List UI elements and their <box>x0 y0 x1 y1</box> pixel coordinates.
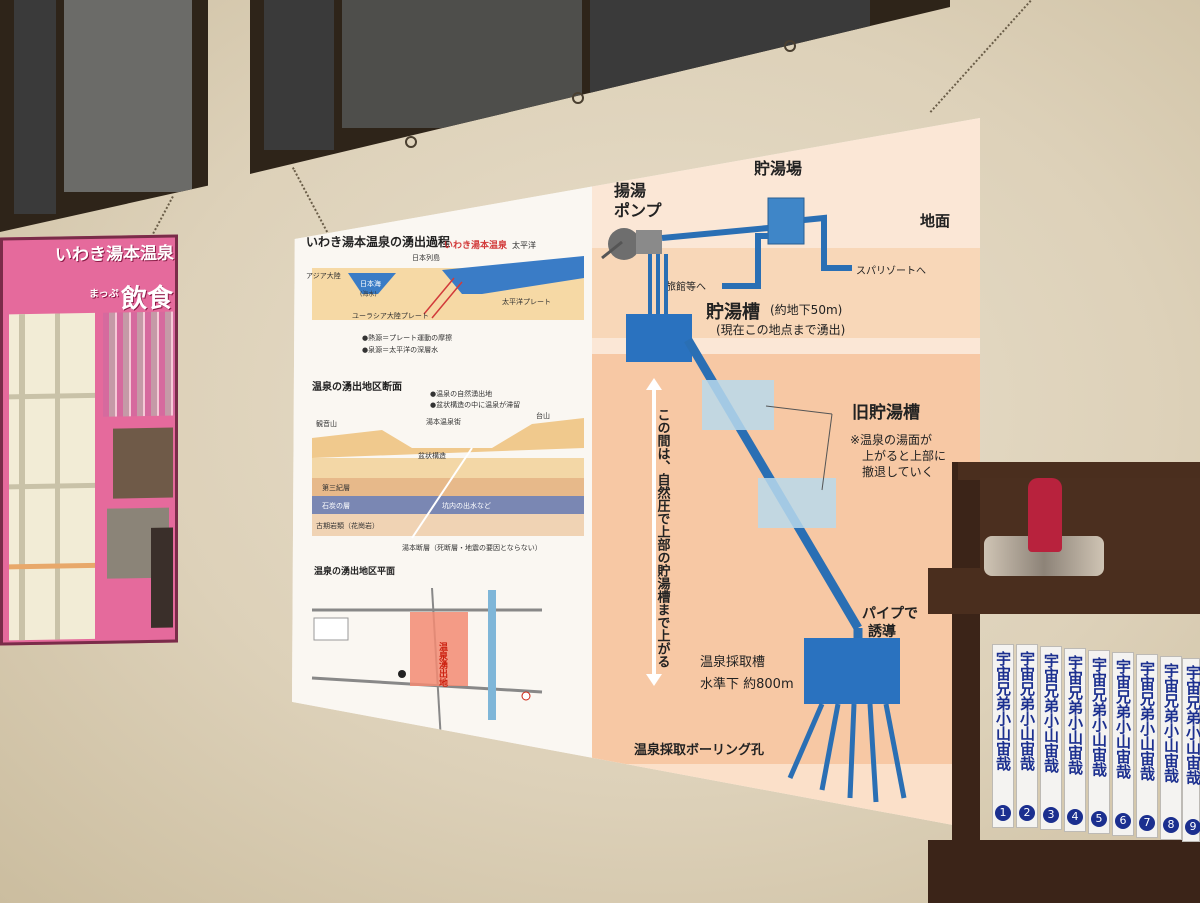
mine-water-label: 坑内の出水など <box>442 501 491 510</box>
yumoto-street-label: 湯本温泉街 <box>426 417 461 426</box>
old-tank-note-1: ※温泉の湯面が <box>850 432 932 447</box>
old-tank-1 <box>702 380 774 430</box>
seawater-label: (海水) <box>360 290 377 298</box>
section-top-layer <box>312 418 584 458</box>
poster-house-illustration <box>113 427 173 499</box>
old-tank-note-2: 上がると上部に <box>862 448 946 463</box>
pipe-label-2: 誘導 <box>868 623 896 640</box>
fault-label: 湯本断層（死断層・地震の要因とならない） <box>402 543 542 552</box>
note-spring: ●泉源＝太平洋の深層水 <box>362 345 438 354</box>
hot-spring-diagram-panel: いわき湯本温泉の湧出過程 アジア大陸 日本列島 いわき湯本温泉 太平洋 日本海 … <box>292 118 980 830</box>
kanokurayama-label: 観音山 <box>316 419 337 428</box>
third-layer-label: 第三紀層 <box>322 483 350 492</box>
section-coal-layer <box>312 496 584 514</box>
diagram-svg: いわき湯本温泉の湧出過程 アジア大陸 日本列島 いわき湯本温泉 太平洋 日本海 … <box>292 118 980 830</box>
map-poster: いわき湯本温泉 まっぷ 飲食い <box>0 234 178 646</box>
hook-3 <box>784 40 796 52</box>
hook-2 <box>572 92 584 104</box>
iwaki-label: いわき湯本温泉 <box>444 239 508 251</box>
boring-holes <box>787 703 907 803</box>
sea-of-japan-shape <box>348 273 396 294</box>
old-tank-note-3: 撤退していく <box>862 464 934 479</box>
old-tank-2 <box>758 478 836 528</box>
note-heat: ●熱源＝プレート運動の摩擦 <box>362 333 452 342</box>
pump-label-line2: ポンプ <box>614 201 663 220</box>
plan-title: 温泉の湧出地区平面 <box>314 565 395 577</box>
window-left <box>0 0 208 232</box>
pacific-label: 太平洋 <box>512 240 536 250</box>
main-tank-note: (現在この地点まで湧出) <box>716 323 845 337</box>
ground-label: 地面 <box>920 212 950 230</box>
poster-street-map <box>9 312 95 641</box>
spring-area <box>410 612 468 686</box>
eurasian-plate-label: ユーラシア大陸プレート <box>352 311 429 320</box>
old-tank-label: 旧貯湯槽 <box>852 402 920 423</box>
section-third-layer <box>312 478 584 496</box>
collection-label-1: 温泉採取槽 <box>700 654 765 670</box>
pump-body <box>636 230 662 254</box>
hook-1 <box>405 136 417 148</box>
spring-area-label: 温泉湧出地 <box>437 641 449 688</box>
pacific-shape <box>442 256 584 294</box>
legend-basin: ●盆状構造の中に温泉が滞留 <box>430 400 520 409</box>
main-tank-label: 貯湯槽 <box>706 301 760 323</box>
pipe-label-1: パイプで <box>862 606 918 622</box>
ryokan-label: 旅館等へ <box>666 280 706 293</box>
asia-label: アジア大陸 <box>306 271 341 280</box>
daiyama-label: 台山 <box>536 411 550 420</box>
spa-resort-label: スパリゾートへ <box>856 265 926 277</box>
main-storage-tank <box>626 314 692 362</box>
vertical-pressure-label: この間は、自然圧で上部の貯湯槽まで上がる <box>655 408 671 668</box>
boring-label: 温泉採取ボーリング孔 <box>634 742 764 758</box>
figurine-red <box>1028 478 1062 552</box>
section-layer-2 <box>312 458 584 478</box>
pump-wheel <box>608 228 640 260</box>
coal-layer-label: 石炭の層 <box>322 502 350 510</box>
pacific-plate-label: 太平洋プレート <box>502 297 551 306</box>
poster-figure-illustration <box>151 527 173 628</box>
basin-structure-label: 盆状構造 <box>418 451 446 460</box>
collection-tank <box>804 638 900 704</box>
poster-people-illustration <box>103 311 175 417</box>
japan-islands-label: 日本列島 <box>412 253 440 262</box>
plan-river <box>488 590 496 720</box>
sea-of-japan-label: 日本海 <box>360 279 381 288</box>
plan-legend-box <box>313 617 349 641</box>
section-title: 温泉の湧出地区断面 <box>312 380 402 393</box>
section-old-rock <box>312 514 584 536</box>
legend-natural: ●温泉の自然湧出地 <box>430 389 492 398</box>
storage-label: 貯湯場 <box>754 159 802 178</box>
collection-label-2: 水準下 約800m <box>700 676 794 692</box>
main-tank-depth: (約地下50m) <box>770 302 842 317</box>
poster-title: いわき湯本温泉 <box>55 243 174 266</box>
poster-subtitle: まっぷ <box>89 288 119 300</box>
old-rock-label: 古期岩類（花崗岩） <box>316 521 379 530</box>
process-title: いわき湯本温泉の湧出過程 <box>306 234 450 249</box>
storage-tank <box>767 197 805 245</box>
pump-label-line1: 揚湯 <box>614 181 646 200</box>
